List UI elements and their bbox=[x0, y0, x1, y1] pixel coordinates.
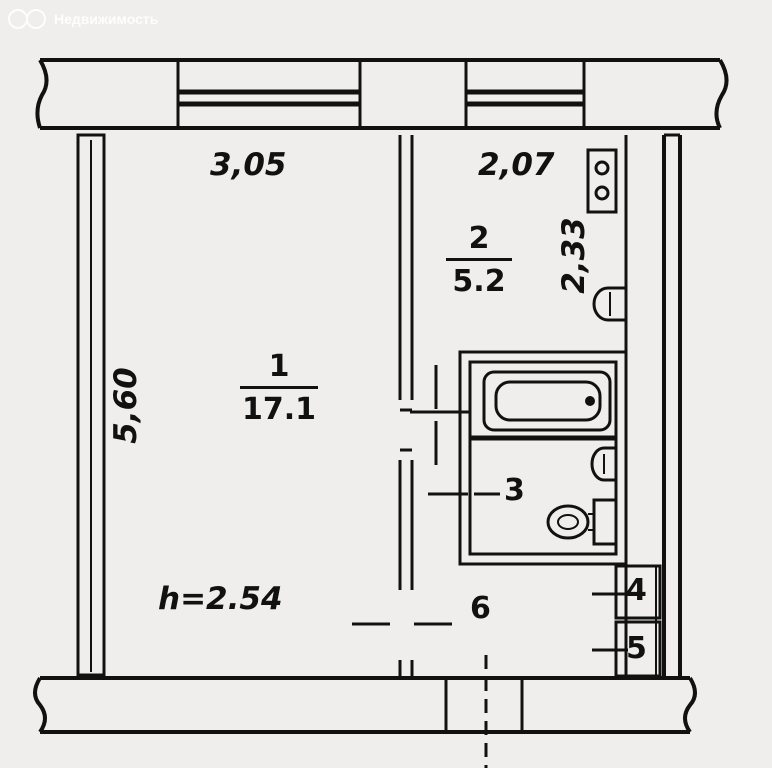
kitchen-width-dimension: 2,07 bbox=[478, 147, 555, 183]
room-2-label: 2 5.2 bbox=[446, 224, 512, 297]
room-2-number: 2 bbox=[468, 221, 490, 256]
toilet bbox=[546, 504, 590, 540]
closet-5-number: 5 bbox=[626, 631, 647, 666]
room-2-area: 5.2 bbox=[452, 264, 506, 299]
bathtub bbox=[482, 370, 612, 432]
room1-length-dimension: 5,60 bbox=[107, 367, 144, 444]
top-wall-break-right bbox=[714, 58, 729, 129]
room1-width-dimension: 3,05 bbox=[210, 147, 287, 183]
bathroom-number: 3 bbox=[504, 473, 525, 508]
toilet-tank bbox=[592, 498, 618, 546]
left-wall bbox=[76, 133, 106, 677]
room-1-label: 1 17.1 bbox=[240, 352, 318, 425]
kitchen-sink bbox=[592, 286, 628, 322]
bottom-wall-break-left bbox=[33, 676, 47, 734]
room-1-area: 17.1 bbox=[241, 392, 317, 427]
bottom-wall-break-right bbox=[683, 676, 697, 734]
closet-4 bbox=[614, 564, 662, 620]
bathroom-walls bbox=[458, 350, 628, 566]
watermark: Недвижимость bbox=[8, 6, 158, 32]
closet-4-number: 4 bbox=[626, 573, 647, 608]
stove bbox=[586, 148, 618, 214]
yandex-logo-icon bbox=[8, 8, 48, 30]
hallway-number: 6 bbox=[470, 591, 491, 626]
room-1-number: 1 bbox=[268, 349, 290, 384]
kitchen-length-dimension: 2,33 bbox=[555, 217, 592, 294]
ceiling-height: h=2.54 bbox=[158, 581, 283, 617]
bathroom-sink bbox=[590, 446, 618, 482]
watermark-text: Недвижимость bbox=[54, 11, 159, 27]
top-wall-break-left bbox=[35, 58, 49, 129]
